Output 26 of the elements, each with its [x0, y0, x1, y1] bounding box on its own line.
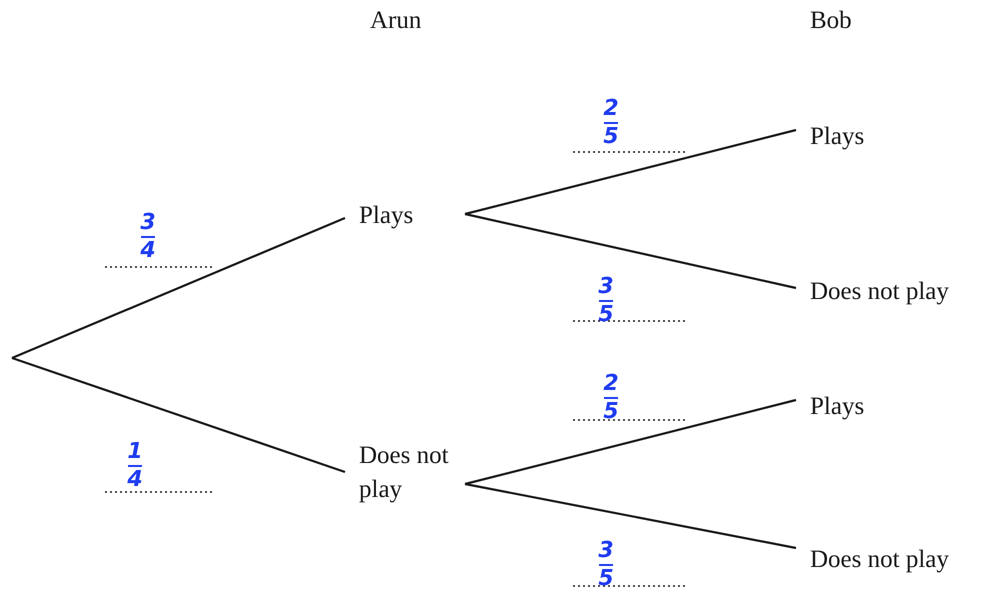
- handwritten-denominator: 4: [127, 469, 143, 491]
- handwritten-numerator: 3: [598, 540, 614, 562]
- handwritten-denominator: 5: [603, 126, 619, 148]
- handwritten-denominator: 5: [598, 568, 614, 590]
- handwritten-numerator: 3: [140, 212, 156, 234]
- outcome-label: Plays: [810, 120, 980, 154]
- handwritten-numerator: 2: [603, 98, 619, 120]
- outcome-label: Does not play: [810, 543, 982, 577]
- handwritten-denominator: 5: [603, 401, 619, 423]
- outcome-label: Does not play: [810, 275, 982, 309]
- branch-line: [464, 212, 796, 290]
- handwritten-numerator: 1: [127, 441, 143, 463]
- branch-line: [464, 128, 796, 216]
- branch-line: [464, 482, 796, 550]
- column-heading: Arun: [370, 8, 422, 33]
- outcome-label: Plays: [810, 390, 980, 424]
- branch-line: [12, 356, 346, 474]
- outcome-label: Plays: [359, 199, 449, 233]
- column-heading: Bob: [810, 8, 852, 33]
- handwritten-numerator: 3: [598, 276, 614, 298]
- branch-line: [12, 216, 346, 360]
- handwritten-denominator: 5: [598, 304, 614, 326]
- branch-line: [464, 398, 796, 486]
- handwritten-denominator: 4: [140, 240, 156, 262]
- handwritten-numerator: 2: [603, 373, 619, 395]
- outcome-label: Does not play: [359, 439, 479, 507]
